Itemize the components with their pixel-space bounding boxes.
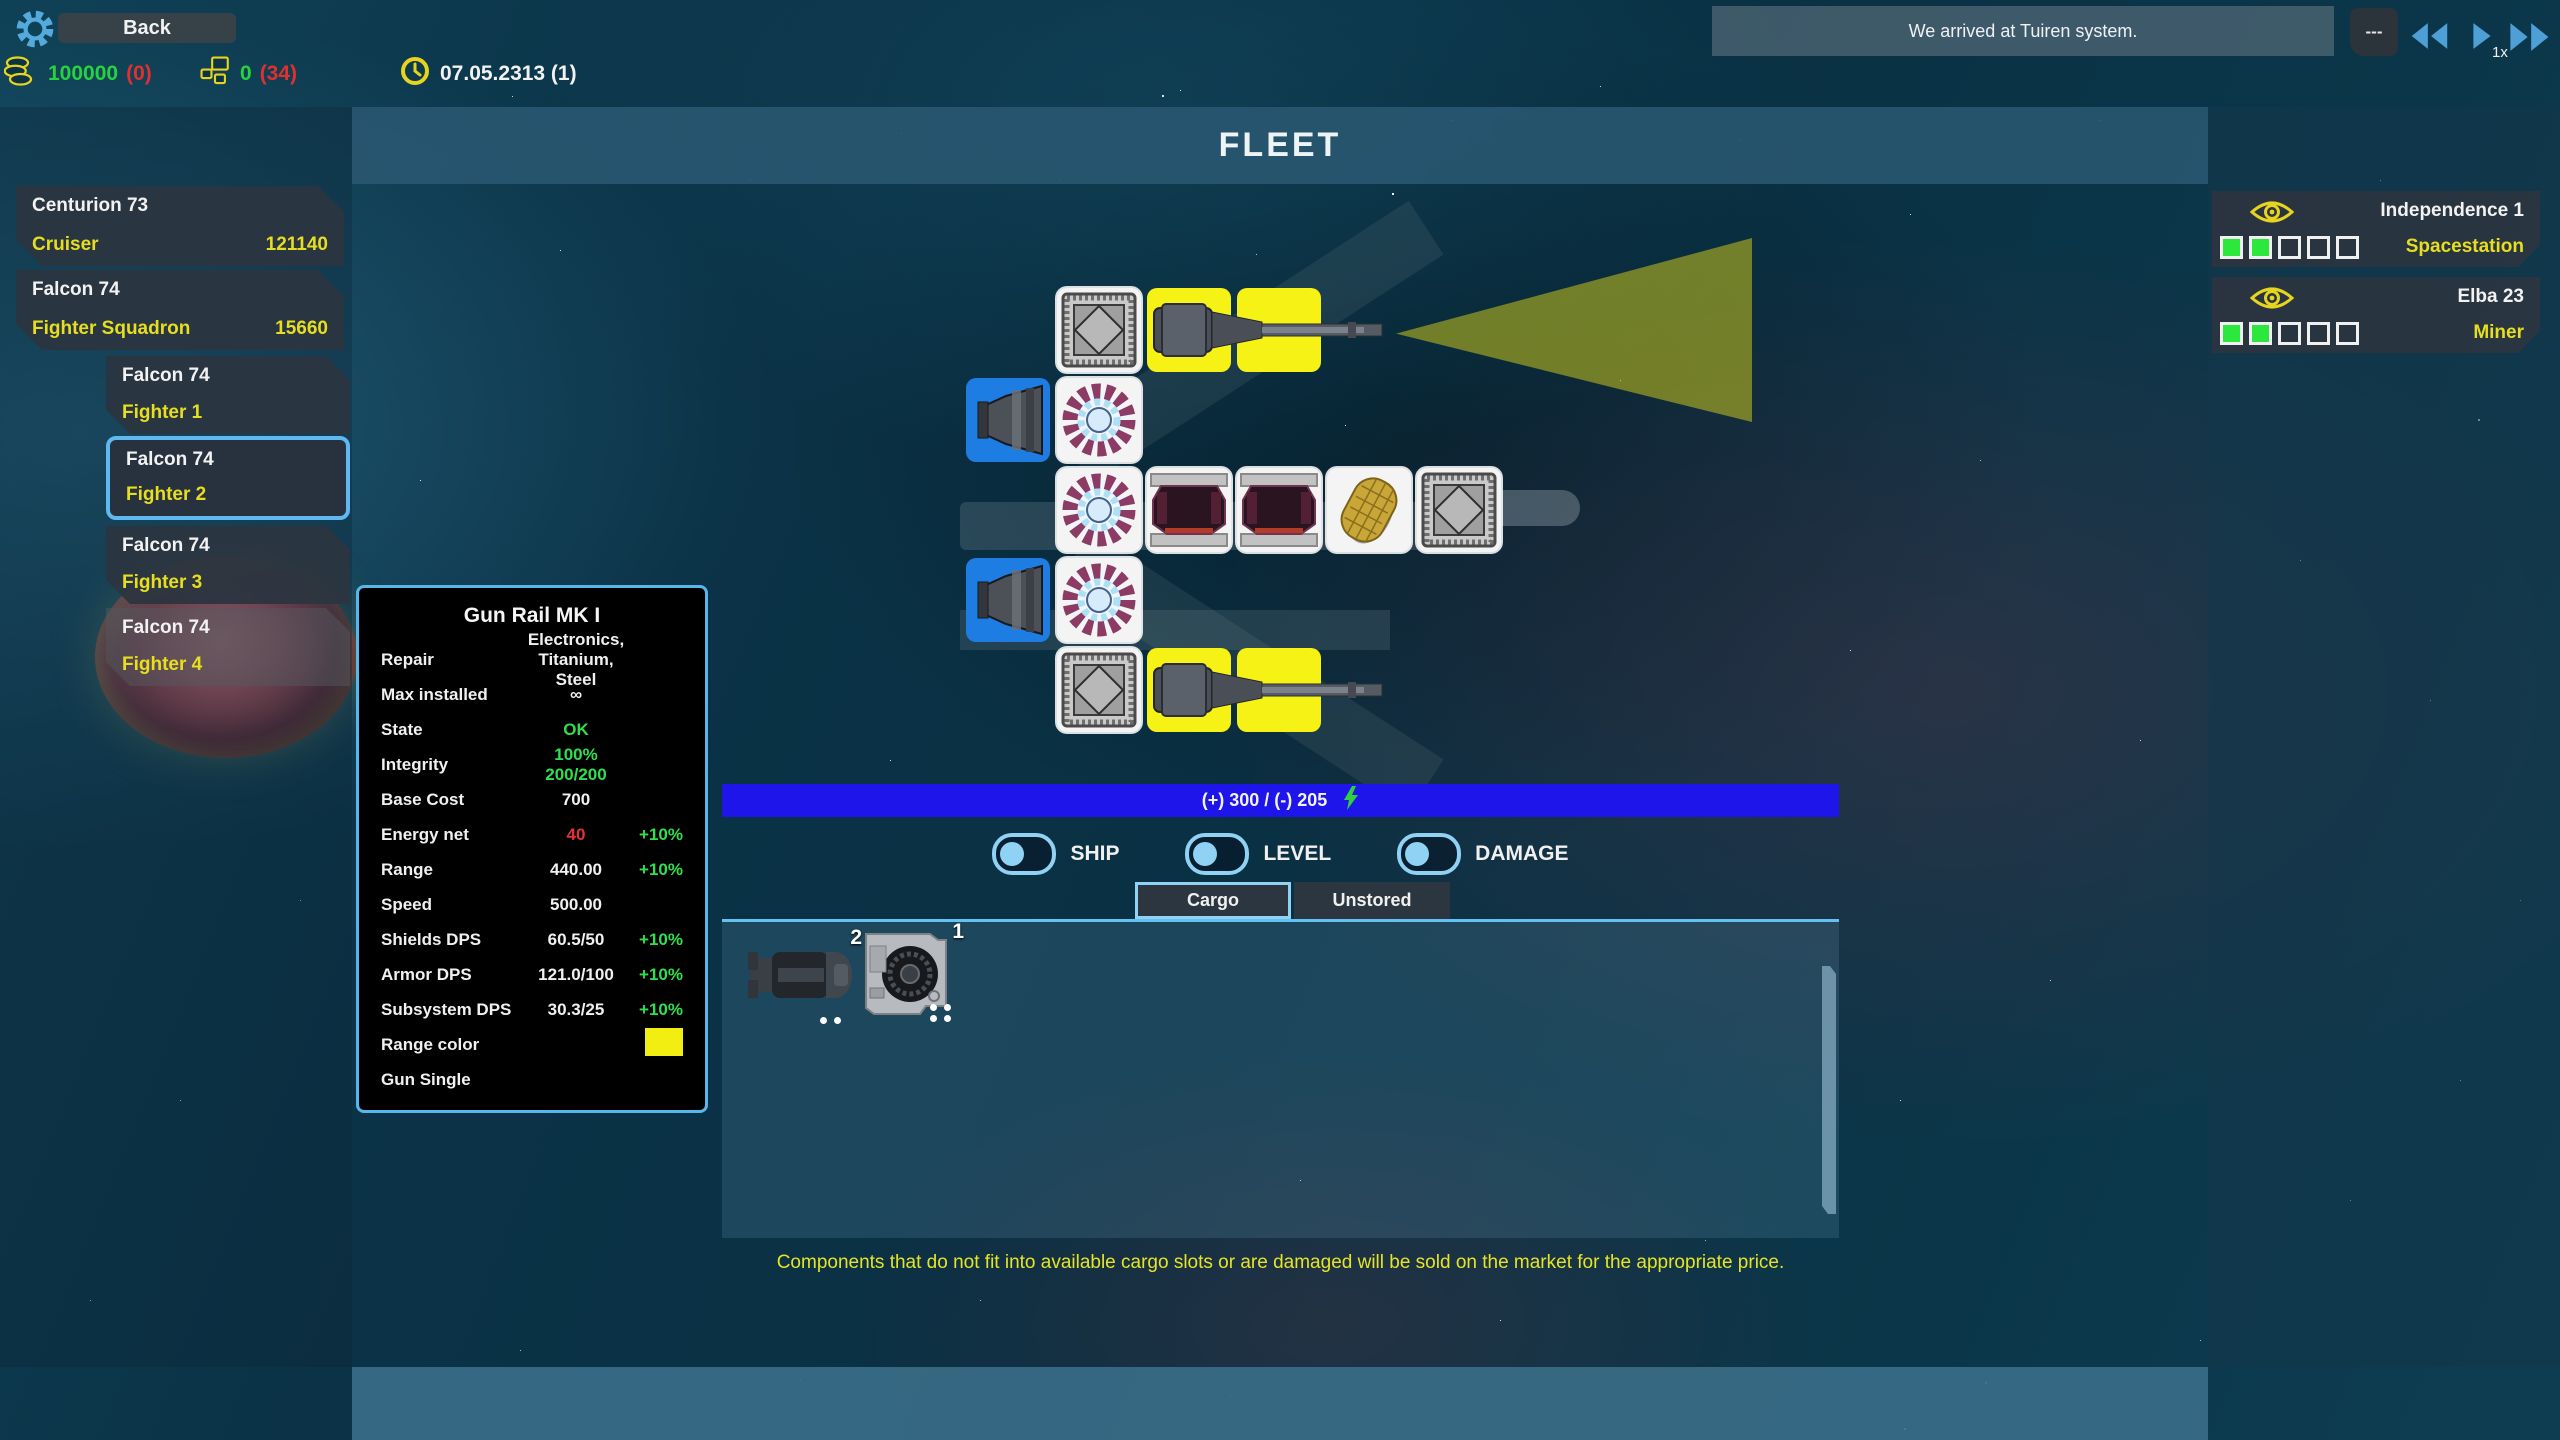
energy-balance-text: (+) 300 / (-) 205 — [1201, 790, 1328, 810]
crew-seat-slot[interactable] — [1147, 468, 1231, 552]
ship-type: Fighter Squadron — [32, 318, 191, 339]
coins-icon — [3, 56, 40, 92]
fighter-type: Fighter 3 — [122, 572, 203, 593]
fighter-card[interactable]: Falcon 74 Fighter 1 — [106, 356, 350, 434]
armor-slot[interactable] — [1057, 648, 1141, 732]
fighter-type: Fighter 2 — [126, 484, 207, 505]
reactor-slot[interactable] — [1057, 468, 1141, 552]
credits-display: 100000 (0) — [3, 56, 152, 92]
cargo-item-railgun[interactable]: 2 — [748, 926, 862, 1024]
visibility-eye-icon[interactable] — [2250, 200, 2294, 224]
fighter-type: Fighter 4 — [122, 654, 203, 675]
armor-slot[interactable] — [1417, 468, 1501, 552]
nearby-type: Spacestation — [2405, 236, 2524, 257]
clock-icon — [400, 56, 430, 92]
ship-toggle-group: SHIP — [992, 833, 1120, 875]
armor-slot[interactable] — [1057, 288, 1141, 372]
starfield-bright — [0, 0, 2, 2]
item-size-dots — [820, 1017, 844, 1024]
nearby-object-card[interactable]: Elba 23 Miner — [2212, 277, 2540, 353]
toggle-knob — [1405, 842, 1430, 866]
back-button[interactable]: Back — [58, 13, 236, 43]
fighter-name: Falcon 74 — [126, 449, 214, 470]
ship-name: Centurion 73 — [32, 195, 149, 216]
credits-delta: (0) — [126, 62, 152, 85]
signal-strength-indicator — [2220, 322, 2359, 345]
level-toggle-group: LEVEL — [1185, 833, 1332, 875]
tab-unstored[interactable]: Unstored — [1294, 882, 1450, 919]
damage-toggle-group: DAMAGE — [1397, 833, 1569, 875]
rewind-icon[interactable] — [2410, 22, 2450, 55]
notification-bar: We arrived at Tuiren system. — [1712, 6, 2334, 56]
credits-value: 100000 — [48, 62, 119, 85]
game-speed-label: 1x — [2492, 44, 2508, 61]
fighter-type: Fighter 1 — [122, 402, 203, 423]
footer-bar — [352, 1367, 2208, 1440]
energy-balance-bar: (+) 300 / (-) 205 — [722, 784, 1839, 817]
engine-slot[interactable] — [966, 558, 1050, 642]
fast-forward-icon[interactable] — [2508, 22, 2552, 57]
cargo-note: Components that do not fit into availabl… — [776, 1252, 1785, 1273]
resources-display: 0 (34) — [198, 55, 298, 93]
level-toggle[interactable] — [1185, 833, 1250, 875]
settings-gear-icon[interactable] — [12, 6, 58, 52]
cargo-item-machinery[interactable]: 1 — [860, 920, 964, 1024]
date-text: 07.05.2313 (1) — [440, 62, 577, 85]
crates-icon — [198, 55, 232, 93]
reactor-slot[interactable] — [1057, 558, 1141, 642]
ship-value: 121140 — [265, 234, 328, 255]
resources-value: 0 — [240, 62, 252, 85]
engine-slot[interactable] — [966, 378, 1050, 462]
page-title: FLEET — [352, 107, 2208, 184]
toggle-knob — [1193, 842, 1218, 866]
fighter-card-selected[interactable]: Falcon 74 Fighter 2 — [106, 436, 350, 520]
fighter-name: Falcon 74 — [122, 535, 210, 556]
nearby-type: Miner — [2473, 322, 2524, 343]
view-toggles: SHIP LEVEL DAMAGE — [722, 833, 1839, 875]
fighter-name: Falcon 74 — [122, 617, 210, 638]
play-icon[interactable] — [2470, 22, 2494, 55]
ship-toggle-label: SHIP — [1070, 842, 1120, 865]
resources-delta: (34) — [259, 62, 298, 85]
ship-hull-nose — [1495, 490, 1580, 526]
weapon-slot-highlighted[interactable] — [1237, 288, 1321, 372]
ship-name: Falcon 74 — [32, 279, 120, 300]
lightning-bolt-icon — [1343, 786, 1359, 815]
toggle-knob — [1000, 842, 1025, 866]
fighter-card[interactable]: Falcon 74 Fighter 4 — [106, 608, 350, 686]
nearby-name: Elba 23 — [2457, 286, 2524, 307]
damage-toggle[interactable] — [1397, 833, 1462, 875]
weapon-slot-highlighted[interactable] — [1147, 648, 1231, 732]
cargo-scrollbar[interactable] — [1822, 966, 1836, 1214]
solar-panel-slot[interactable] — [1327, 468, 1411, 552]
reactor-slot[interactable] — [1057, 378, 1141, 462]
damage-toggle-label: DAMAGE — [1475, 842, 1569, 865]
ship-type: Cruiser — [32, 234, 99, 255]
fighter-card[interactable]: Falcon 74 Fighter 3 — [106, 526, 350, 604]
nearby-name: Independence 1 — [2380, 200, 2524, 221]
weapon-slot-highlighted[interactable] — [1237, 648, 1321, 732]
fleet-ship-card[interactable]: Centurion 73 Cruiser 121140 — [16, 186, 344, 266]
ship-value: 15660 — [275, 318, 328, 339]
fighter-name: Falcon 74 — [122, 365, 210, 386]
item-count: 2 — [850, 926, 862, 949]
nearby-object-card[interactable]: Independence 1 Spacestation — [2212, 191, 2540, 267]
visibility-eye-icon[interactable] — [2250, 286, 2294, 310]
tooltip-title: Gun Rail MK I — [463, 604, 601, 627]
crew-seat-slot[interactable] — [1237, 468, 1321, 552]
signal-strength-indicator — [2220, 236, 2359, 259]
weapon-slot-highlighted[interactable] — [1147, 288, 1231, 372]
fleet-ship-card[interactable]: Falcon 74 Fighter Squadron 15660 — [16, 270, 344, 350]
pause-button[interactable]: --- — [2350, 8, 2398, 56]
date-display: 07.05.2313 (1) — [400, 56, 577, 92]
ship-toggle[interactable] — [992, 833, 1057, 875]
range-color-swatch — [645, 1028, 683, 1056]
item-count: 1 — [952, 920, 964, 943]
item-size-dots — [930, 1004, 954, 1022]
tab-cargo[interactable]: Cargo — [1135, 882, 1291, 919]
level-toggle-label: LEVEL — [1263, 842, 1332, 865]
